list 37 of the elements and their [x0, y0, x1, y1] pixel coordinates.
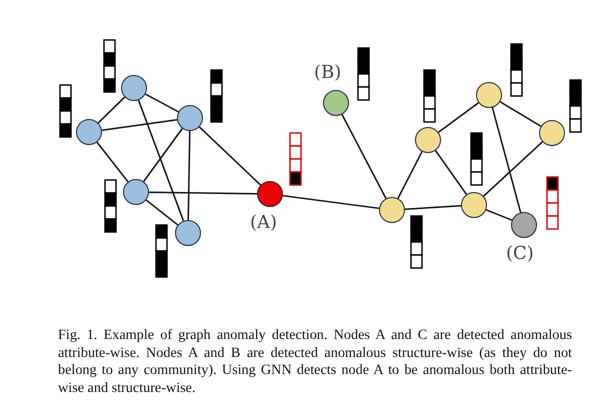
graph-node [379, 197, 405, 223]
graph-edge [146, 199, 178, 226]
graph-edge [486, 209, 512, 221]
graph-edge [483, 141, 543, 197]
graph-edge [198, 126, 262, 186]
graph-edge [102, 119, 178, 131]
graph-edge [341, 114, 387, 199]
graph-edge [145, 93, 179, 113]
graph-node [121, 75, 147, 101]
graph-edge [492, 107, 522, 213]
graph-node [539, 120, 565, 146]
graph-edge [397, 151, 423, 199]
node-label: (A) [250, 212, 278, 233]
graph-edge [438, 102, 479, 133]
graph-node [76, 119, 102, 145]
graph-node [511, 212, 537, 238]
figure-caption: Fig. 1. Example of graph anomaly detection. Nodes A and C are detected anomalous attribute-wise. Nodes A and B are detected anomalous structure-wise (as they do not belong to any community). Using GNN detects node A to be anomalous both attribute-wise and structure-wise. [58, 327, 572, 397]
graph-node [415, 127, 441, 153]
graph-edge [98, 96, 126, 124]
graph-edge [434, 150, 468, 195]
graph-edge [187, 130, 191, 220]
graph-edge [282, 194, 380, 210]
graph-node [476, 82, 502, 108]
graph-edge [404, 205, 462, 210]
graph-node [177, 105, 203, 131]
graph-node [323, 90, 349, 116]
graph-edge [143, 128, 183, 182]
graph-edge [500, 101, 542, 127]
graph-edge [96, 142, 129, 182]
graph-node [123, 179, 149, 205]
graph-edge [148, 191, 258, 195]
graph-node [257, 181, 283, 207]
graph-node [175, 220, 201, 246]
node-label: (C) [506, 243, 534, 264]
graph-node [461, 192, 487, 218]
node-label: (B) [314, 62, 342, 83]
graph-edge [138, 100, 184, 222]
